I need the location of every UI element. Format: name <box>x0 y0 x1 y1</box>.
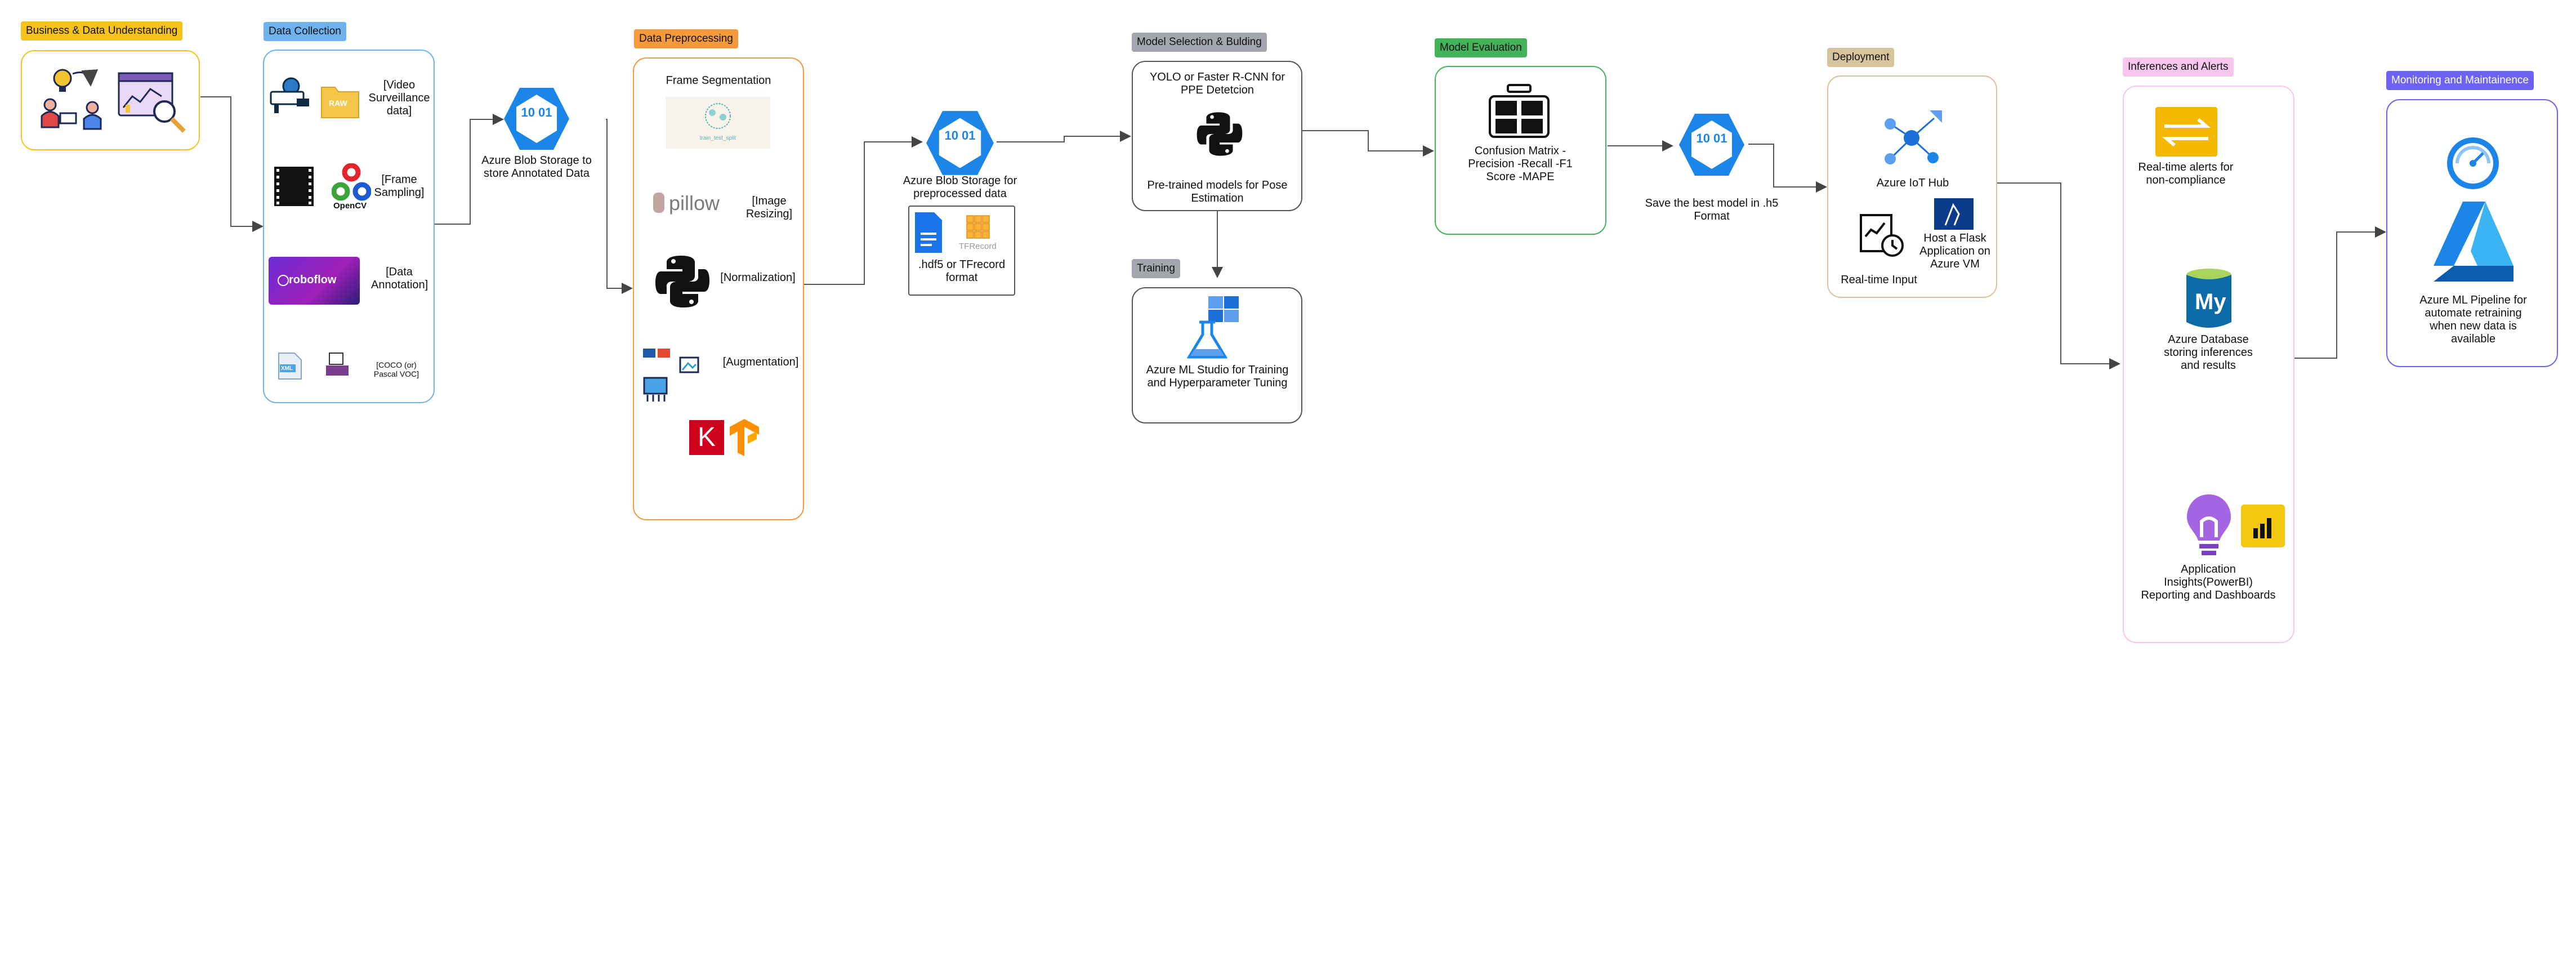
tag-evaluation: Model Evaluation <box>1435 38 1527 57</box>
connector-save-deployment <box>1748 144 1827 193</box>
xml-file-icon <box>278 353 302 380</box>
azure-blob-storage-icon-3 <box>1679 114 1744 176</box>
azure-iot-hub-icon <box>1885 110 1942 164</box>
powerbi-icon <box>2241 505 2285 547</box>
opencv-logo-icon <box>332 163 371 201</box>
confusion-matrix-icon <box>1489 84 1550 138</box>
pose-estimation-label: Pre-trained models for Pose Estimation <box>1147 179 1288 204</box>
azure-ml-studio-label: Azure ML Studio for Training and Hyperpa… <box>1146 364 1289 389</box>
connector-inferences-monitoring <box>2294 226 2386 359</box>
azure-database-icon <box>2186 269 2231 328</box>
train-test-split-image: train_test_split <box>666 97 770 149</box>
pillow-label: pillow <box>669 191 720 215</box>
realtime-alerts-label: Real-time alerts for non-compliance <box>2138 161 2234 186</box>
tfrecord-icon <box>966 215 990 239</box>
train-test-split-icon <box>705 103 731 129</box>
connector-business-collection <box>200 96 264 232</box>
tag-preprocessing: Data Preprocessing <box>634 29 738 48</box>
python-logo-icon-2 <box>1197 112 1243 156</box>
flask-label: Host a Flask Application on Azure VM <box>1919 232 1990 270</box>
opencv-label: OpenCV <box>333 201 367 211</box>
augmentation-icon <box>643 349 699 402</box>
data-analysis-icon <box>118 72 186 133</box>
raw-label: RAW <box>329 99 347 108</box>
evaluation-box: Confusion Matrix -Precision -Recall -F1 … <box>1435 66 1606 235</box>
flask-vm-icon <box>1934 198 1974 230</box>
keras-logo: K <box>689 420 724 455</box>
lightbulb-person-icon <box>41 69 102 130</box>
blob1-label: Azure Blob Storage to store Annotated Da… <box>481 154 592 180</box>
roboflow-icon <box>278 275 289 286</box>
roboflow-label: roboflow <box>289 274 337 286</box>
file-format-label: .hdf5 or TFrecord format <box>918 258 1006 284</box>
model-box: YOLO or Faster R-CNN for PPE Detetcion P… <box>1132 61 1302 211</box>
cctv-camera-icon <box>270 77 309 113</box>
confusion-matrix-label: Confusion Matrix -Precision -Recall -F1 … <box>1468 145 1573 183</box>
file-format-box: TFRecord .hdf5 or TFrecord format <box>908 206 1015 296</box>
azure-blob-storage-icon-2 <box>926 111 994 175</box>
tag-training: Training <box>1132 259 1180 278</box>
tag-business: Business & Data Understanding <box>21 21 183 41</box>
tag-model-selection: Model Selection & Bulding <box>1132 33 1267 52</box>
document-icon <box>915 212 942 253</box>
gauge-icon <box>2447 137 2499 189</box>
azure-blob-storage-icon <box>504 88 569 150</box>
pillow-icon <box>653 193 664 213</box>
normalization-label: [Normalization] <box>720 271 796 284</box>
preprocessing-box: Frame Segmentation train_test_split pill… <box>633 57 804 520</box>
collection-box: RAW [Video Surveillance data] OpenCV [Fr… <box>263 50 435 403</box>
realtime-input-icon <box>1860 214 1904 257</box>
inferences-box: Real-time alerts for non-compliance My A… <box>2123 86 2294 643</box>
save-hex-text: 10 01 <box>1696 131 1727 145</box>
azure-ml-pipeline-label: Azure ML Pipeline for automate retrainin… <box>2419 294 2527 345</box>
azure-ml-pipeline-icon <box>2434 202 2514 282</box>
save-model-label: Save the best model in .h5 Format <box>1645 197 1779 222</box>
tag-inferences: Inferences and Alerts <box>2123 57 2234 77</box>
connector-preprocessing-blob2 <box>804 136 923 285</box>
training-box: Azure ML Studio for Training and Hyperpa… <box>1132 287 1302 423</box>
connector-collection-blob1 <box>435 114 504 225</box>
frame-sampling-label: [Frame Sampling] <box>374 173 425 199</box>
blob1-hex-text: 10 01 <box>521 105 552 119</box>
connector-model-evaluation <box>1302 130 1434 157</box>
raw-folder-icon <box>321 87 359 118</box>
application-insights-icon <box>2187 494 2231 555</box>
azure-ml-studio-icon <box>1187 296 1239 359</box>
business-box <box>21 50 200 150</box>
azure-iot-hub-label: Azure IoT Hub <box>1876 177 1949 189</box>
mysql-logo-text: My <box>2195 289 2226 314</box>
tensorflow-logo-icon <box>730 419 759 456</box>
application-insights-label: Application Insights(PowerBI) Reporting … <box>2141 563 2276 601</box>
augmentation-label: [Augmentation] <box>722 356 799 368</box>
azure-database-label: Azure Database storing inferences and re… <box>2164 333 2253 372</box>
video-data-label: [Video Surveillance data] <box>368 79 430 117</box>
connector-deployment-inferences <box>1997 182 2120 369</box>
alert-arrows-icon <box>2155 107 2217 157</box>
connector-blob1-preprocessing <box>606 119 633 294</box>
deployment-box: Azure IoT Hub Real-time Input Host a Fla… <box>1827 75 1997 298</box>
coco-format-label: [COCO (or) Pascal VOC] <box>373 360 419 378</box>
coco-file-icon <box>326 353 349 376</box>
film-frames-icon <box>274 167 314 206</box>
frame-segmentation-label: Frame Segmentation <box>666 74 771 87</box>
tag-deployment: Deployment <box>1827 48 1895 67</box>
tfrecord-label: TFRecord <box>959 242 997 251</box>
monitoring-box: Azure ML Pipeline for automate retrainin… <box>2386 99 2558 367</box>
blob2-hex-text: 10 01 <box>944 128 976 142</box>
python-logo-icon <box>655 256 709 307</box>
blob2-label: Azure Blob Storage for preprocessed data <box>903 175 1017 200</box>
yolo-label: YOLO or Faster R-CNN for PPE Detetcion <box>1149 71 1285 96</box>
image-resizing-label: [Image Resizing] <box>745 195 793 220</box>
realtime-input-label: Real-time Input <box>1841 274 1917 286</box>
train-test-split-caption: train_test_split <box>699 135 736 141</box>
roboflow-logo: roboflow <box>269 257 360 305</box>
tag-monitoring: Monitoring and Maintainence <box>2386 71 2534 90</box>
xml-label: XML <box>281 365 293 372</box>
tag-collection: Data Collection <box>264 22 346 41</box>
connector-blob2-model <box>997 131 1131 142</box>
data-annotation-label: [Data Annotation] <box>371 266 428 291</box>
